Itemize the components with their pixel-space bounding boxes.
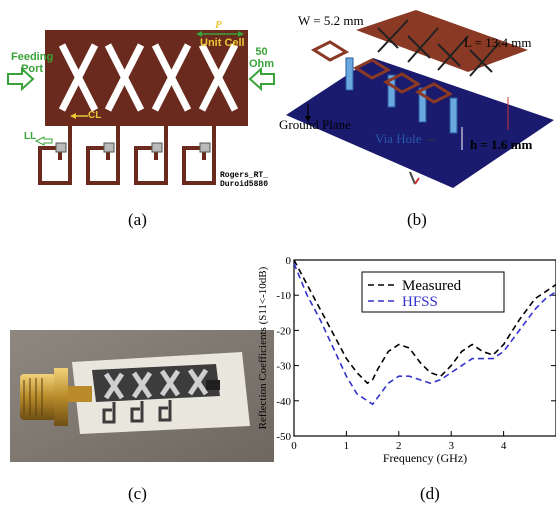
ll-arrow-icon	[34, 136, 53, 146]
caption-b: (b)	[407, 210, 427, 229]
series-line-hfss	[293, 263, 556, 406]
legend-box	[361, 271, 505, 313]
y-axis-label: Reflection Coefficients (S11<-10dB)	[257, 266, 269, 429]
period-label: P	[215, 19, 222, 31]
spiral-stubs	[38, 126, 216, 185]
ohm-label: 50 Ohm	[249, 46, 275, 70]
top-patch	[356, 10, 528, 72]
x-tick-label: 4	[501, 440, 507, 452]
cl-label: CL	[88, 110, 102, 121]
legend-label: Measured	[402, 278, 462, 294]
x-tick-label: 2	[396, 440, 402, 452]
unit-cell-label: Unit Cell	[200, 37, 245, 49]
y-tick-label: -30	[276, 361, 291, 373]
antenna-3d-figure	[286, 10, 554, 188]
y-tick-label: 0	[286, 255, 292, 267]
y-tick-label: -50	[276, 431, 291, 443]
series-line-measured	[293, 259, 556, 385]
photo-x-cells	[103, 368, 209, 400]
photo-spirals	[102, 400, 172, 424]
y-tick-label: -10	[276, 290, 291, 302]
panel-a-layout: Feeding Port P Unit Cell 50 Ohm CL LL Ro…	[0, 0, 278, 200]
antenna-layout-figure	[7, 30, 275, 185]
via-holes	[345, 57, 458, 134]
caption-d: (d)	[420, 484, 440, 503]
feed-arrow-icon	[7, 66, 35, 92]
feeding-port-label: Feeding Port	[11, 51, 54, 75]
sma-connector	[20, 374, 56, 420]
via-pads	[55, 142, 211, 153]
y-tick-label: -20	[276, 325, 291, 337]
width-label: W = 5.2 mm	[298, 13, 364, 28]
caption-a: (a)	[128, 210, 147, 229]
x-tick-label: 3	[448, 440, 454, 452]
x-tick-label: 0	[291, 440, 297, 452]
prototype-photo	[10, 330, 274, 462]
panel-c-photo	[10, 330, 274, 462]
plot-frame	[293, 259, 556, 437]
y-tick-label: -40	[276, 396, 291, 408]
ground-plane-label: Ground Plane	[279, 117, 351, 132]
caption-c: (c)	[128, 484, 147, 503]
panel-b-3d-view: W = 5.2 mm L = 13.4 mm Ground Plane Via …	[278, 0, 556, 200]
x-cells-3d	[377, 19, 501, 77]
height-label: h = 1.6 mm	[470, 137, 533, 152]
x-tick-label: 1	[344, 440, 350, 452]
spiral-loops	[310, 40, 454, 104]
length-label: L = 13.4 mm	[464, 35, 532, 50]
ll-label: LL	[24, 131, 37, 142]
substrate-label: Rogers_RT_ Duroid5880	[220, 171, 269, 189]
port-arrow-icon	[248, 66, 275, 92]
legend-label: HFSS	[402, 294, 438, 310]
x-unit-cells	[58, 43, 239, 112]
x-axis-label: Frequency (GHz)	[383, 451, 467, 465]
via-hole-label: Via Hole	[375, 131, 422, 146]
